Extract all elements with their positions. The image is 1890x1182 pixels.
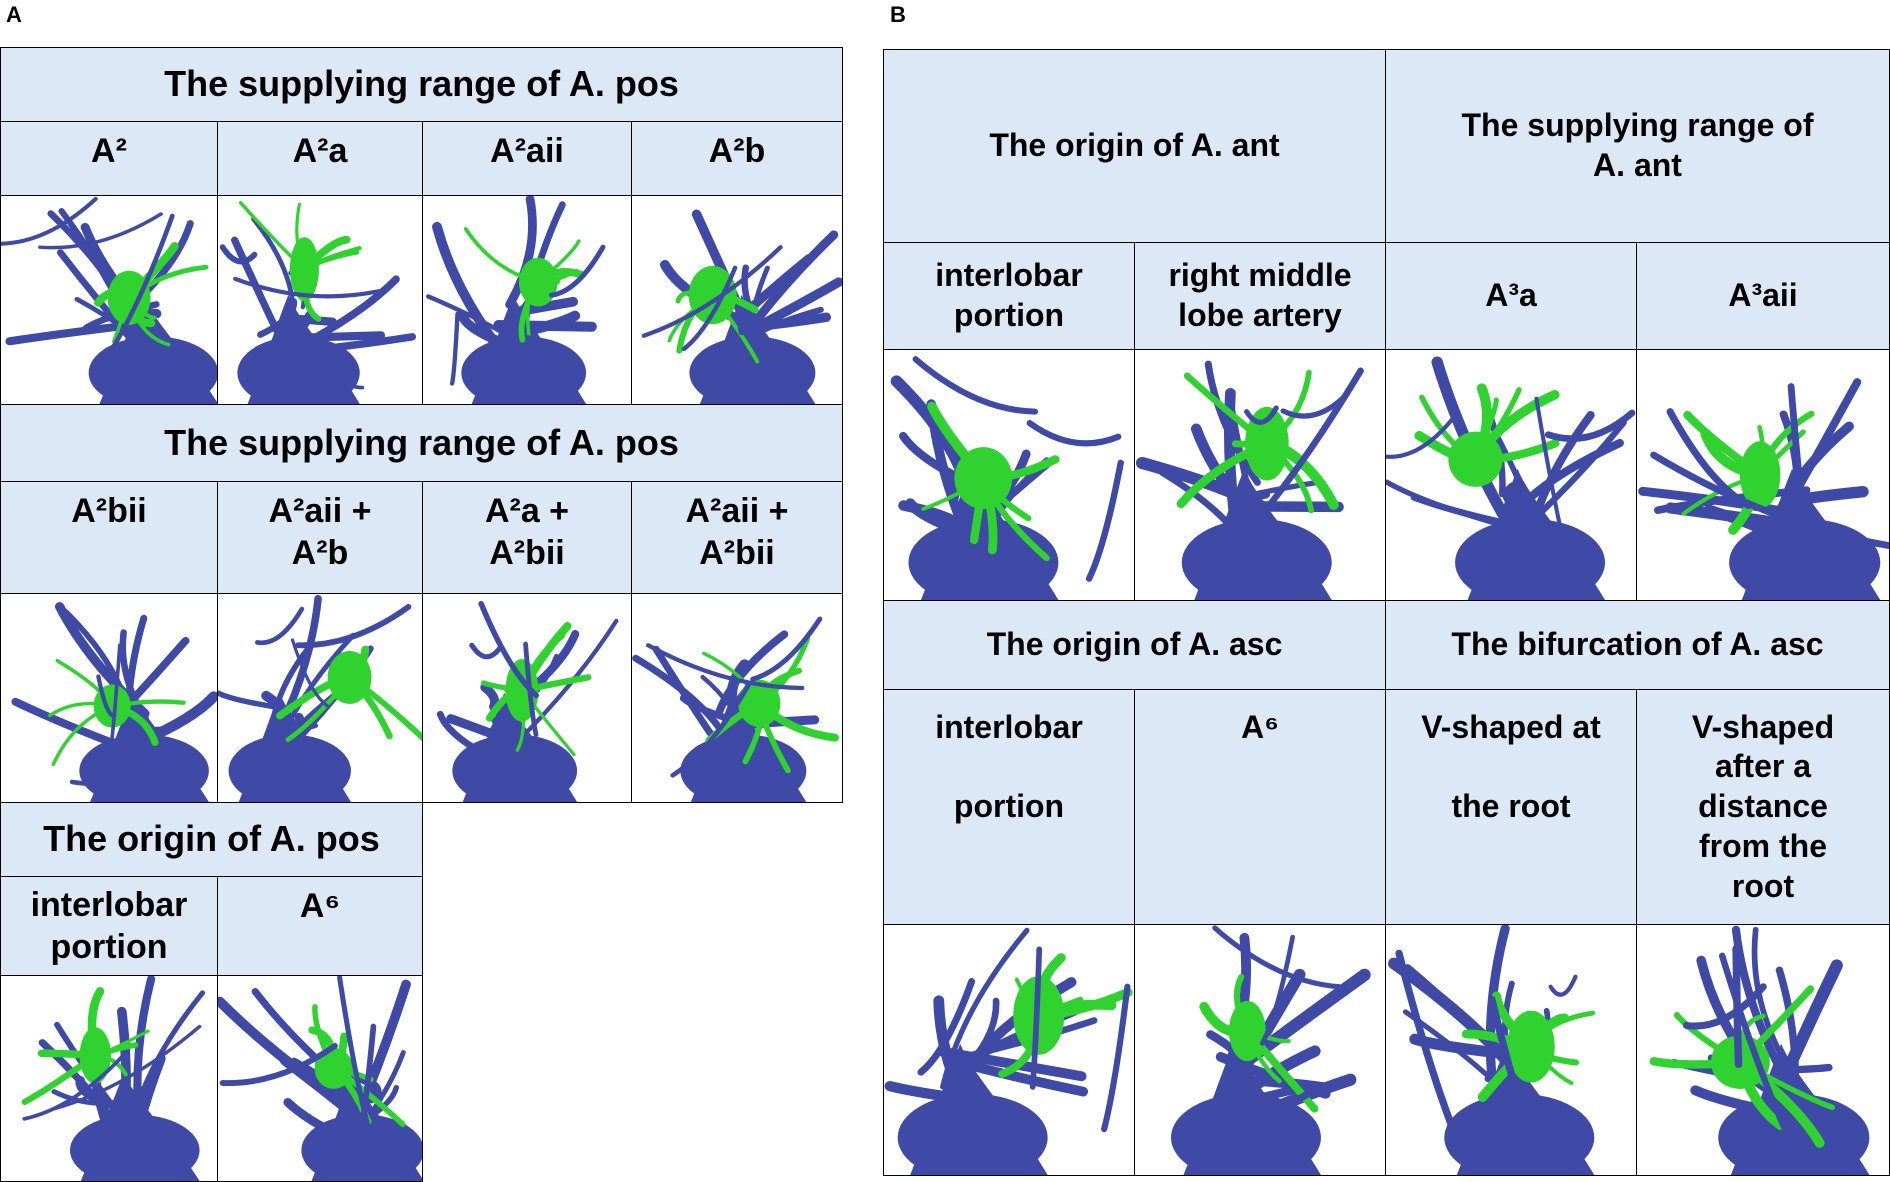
panel-a-section3-title: The origin of A. pos <box>0 802 423 877</box>
vessel-rendering <box>1386 356 1636 600</box>
panel-a-s1-image-2 <box>217 195 423 405</box>
vessel-rendering <box>1170 925 1371 1175</box>
panel-b-section1-title-1: The origin of A. ant <box>883 49 1386 243</box>
panel-b-section2-title-1: The origin of A. asc <box>883 600 1386 690</box>
panel-a-s3-image-2 <box>217 975 423 1182</box>
panel-a-section1-title: The supplying range of A. pos <box>0 47 843 122</box>
vessel-rendering <box>219 201 416 404</box>
panel-a-s3-label-1: interlobar portion <box>0 876 218 976</box>
panel-b-label: B <box>890 2 906 27</box>
vessel-rendering <box>21 976 206 1181</box>
panel-b-s1-image-1 <box>883 349 1135 601</box>
panel-b-s1-label-3: A³a <box>1385 242 1637 350</box>
panel-a-s2-image-1 <box>0 593 218 803</box>
panel-a-s2-image-3 <box>422 593 632 803</box>
vessel-rendering <box>1388 925 1596 1175</box>
vessel-rendering <box>1638 378 1889 600</box>
panel-a-s2-image-4 <box>631 593 843 803</box>
panel-a-s2-label-3: A²a + A²bii <box>422 481 632 594</box>
vessel-rendering <box>1135 360 1364 600</box>
panel-a-s1-label-3: A²aii <box>422 121 632 196</box>
panel-b-s1-label-4: A³aii <box>1636 242 1890 350</box>
vessel-rendering <box>218 594 422 802</box>
vessel-rendering <box>641 209 842 404</box>
vessel-rendering <box>632 616 839 802</box>
panel-b-s2-image-4 <box>1636 924 1890 1176</box>
vessel-rendering <box>890 356 1124 600</box>
panel-a-s1-label-1: A² <box>0 121 218 196</box>
panel-a-s1-image-1 <box>0 195 218 405</box>
panel-b-section2-title-2: The bifurcation of A. asc <box>1385 600 1890 690</box>
panel-b-s2-label-3: V-shaped at the root <box>1385 689 1637 925</box>
panel-b-s1-image-3 <box>1385 349 1637 601</box>
panel-a-s1-image-4 <box>631 195 843 405</box>
panel-b-s2-image-2 <box>1134 924 1386 1176</box>
panel-a-s2-label-2: A²aii + A²b <box>217 481 423 594</box>
vessel-rendering <box>884 927 1133 1175</box>
panel-a-section2-title: The supplying range of A. pos <box>0 404 843 482</box>
panel-a-s3-image-1 <box>0 975 218 1182</box>
vessel-rendering <box>1649 925 1870 1175</box>
panel-a-s2-image-2 <box>217 593 423 803</box>
vessel-rendering <box>1 196 217 404</box>
panel-b-s2-label-1: interlobar portion <box>883 689 1135 925</box>
panel-b-s1-image-2 <box>1134 349 1386 601</box>
panel-a-s2-label-4: A²aii + A²bii <box>631 481 843 594</box>
panel-a-s1-label-4: A²b <box>631 121 843 196</box>
panel-b-s1-image-4 <box>1636 349 1890 601</box>
panel-b-s2-label-4: V-shaped after a distance from the root <box>1636 689 1890 925</box>
panel-b-s2-label-2: A⁶ <box>1134 689 1386 925</box>
panel-b-s2-image-3 <box>1385 924 1637 1176</box>
panel-a-s1-image-3 <box>422 195 632 405</box>
panel-b-s2-image-1 <box>883 924 1135 1176</box>
panel-b-section1-title-2: The supplying range of A. ant <box>1385 49 1890 243</box>
vessel-rendering <box>436 600 619 802</box>
panel-b-s1-label-1: interlobar portion <box>883 242 1135 350</box>
vessel-rendering <box>11 602 217 802</box>
panel-b-s1-label-2: right middle lobe artery <box>1134 242 1386 350</box>
vessel-rendering <box>425 196 606 404</box>
panel-a-s3-label-2: A⁶ <box>217 876 423 976</box>
panel-a-s2-label-1: A²bii <box>0 481 218 594</box>
panel-a-s1-label-2: A²a <box>217 121 423 196</box>
panel-a-label: A <box>6 2 22 27</box>
vessel-rendering <box>218 976 422 1181</box>
